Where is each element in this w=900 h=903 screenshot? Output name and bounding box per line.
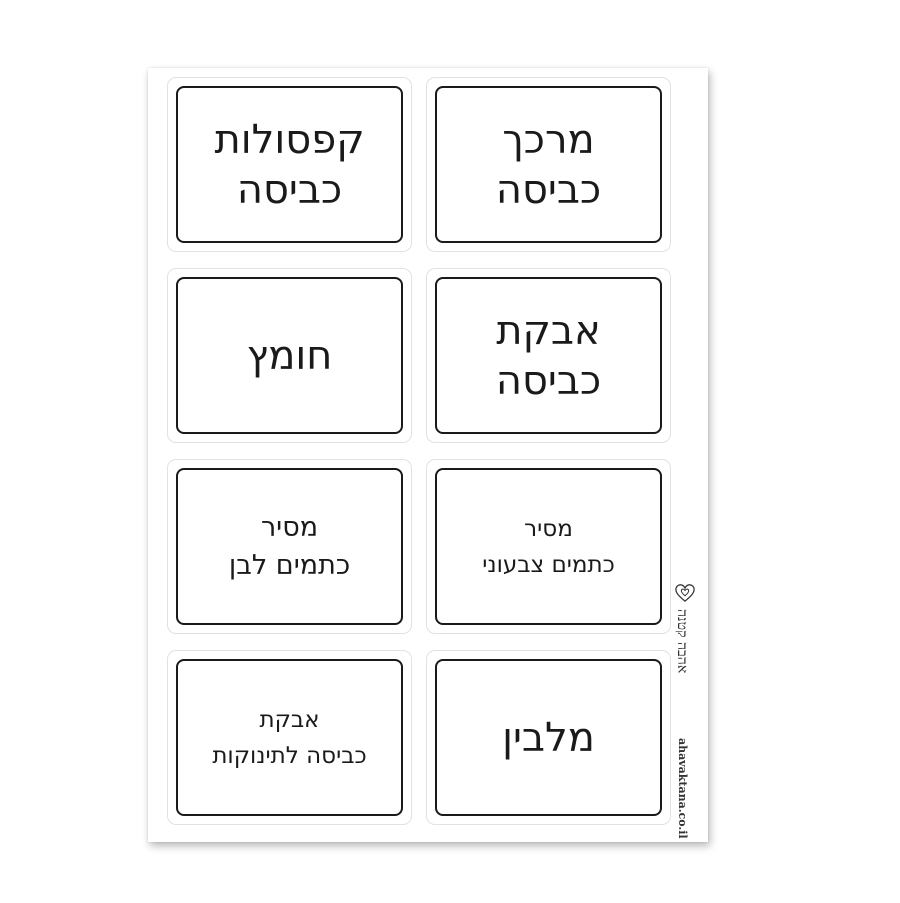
sticker-label: אבקת כביסה (435, 277, 662, 434)
label-line: כביסה (495, 166, 602, 213)
sticker-vinegar: חומץ (167, 268, 412, 443)
label-line: קפסולות (214, 116, 365, 163)
label-line: כתמים צבעוני (482, 551, 615, 578)
sticker-label: מסיר כתמים צבעוני (435, 468, 662, 625)
sticker-softener: מרכך כביסה (426, 77, 671, 252)
label-line: מסיר (260, 511, 319, 543)
brand-name: אהבה קטנה (674, 609, 690, 674)
sticker-bleach: מלבין (426, 650, 671, 825)
heart-icon (675, 584, 695, 603)
sticker-sheet: מרכך כביסה קפסולות כביסה אבקת כביסה חומץ… (148, 68, 708, 842)
label-line: מסיר (524, 515, 573, 542)
sticker-label: מלבין (435, 659, 662, 816)
sticker-label: חומץ (176, 277, 403, 434)
sticker-powder: אבקת כביסה (426, 268, 671, 443)
sticker-label: מסיר כתמים לבן (176, 468, 403, 625)
label-line: חומץ (246, 332, 333, 379)
sticker-label: אבקת כביסה לתינוקות (176, 659, 403, 816)
label-line: אבקת (496, 307, 601, 354)
sticker-label: קפסולות כביסה (176, 86, 403, 243)
sticker-color-stain-remover: מסיר כתמים צבעוני (426, 459, 671, 634)
label-line: אבקת (259, 706, 320, 733)
label-line: כביסה (495, 357, 602, 404)
sticker-baby-powder: אבקת כביסה לתינוקות (167, 650, 412, 825)
label-line: כביסה לתינוקות (212, 742, 367, 769)
label-line: מרכך (502, 116, 595, 163)
sticker-label: מרכך כביסה (435, 86, 662, 243)
brand-strip: אהבה קטנה ahavaktana.co.il (670, 583, 700, 903)
brand-url: ahavaktana.co.il (676, 738, 689, 839)
label-line: מלבין (502, 714, 595, 761)
label-line: כתמים לבן (228, 549, 351, 581)
sticker-capsules: קפסולות כביסה (167, 77, 412, 252)
sticker-white-stain-remover: מסיר כתמים לבן (167, 459, 412, 634)
label-line: כביסה (236, 166, 343, 213)
